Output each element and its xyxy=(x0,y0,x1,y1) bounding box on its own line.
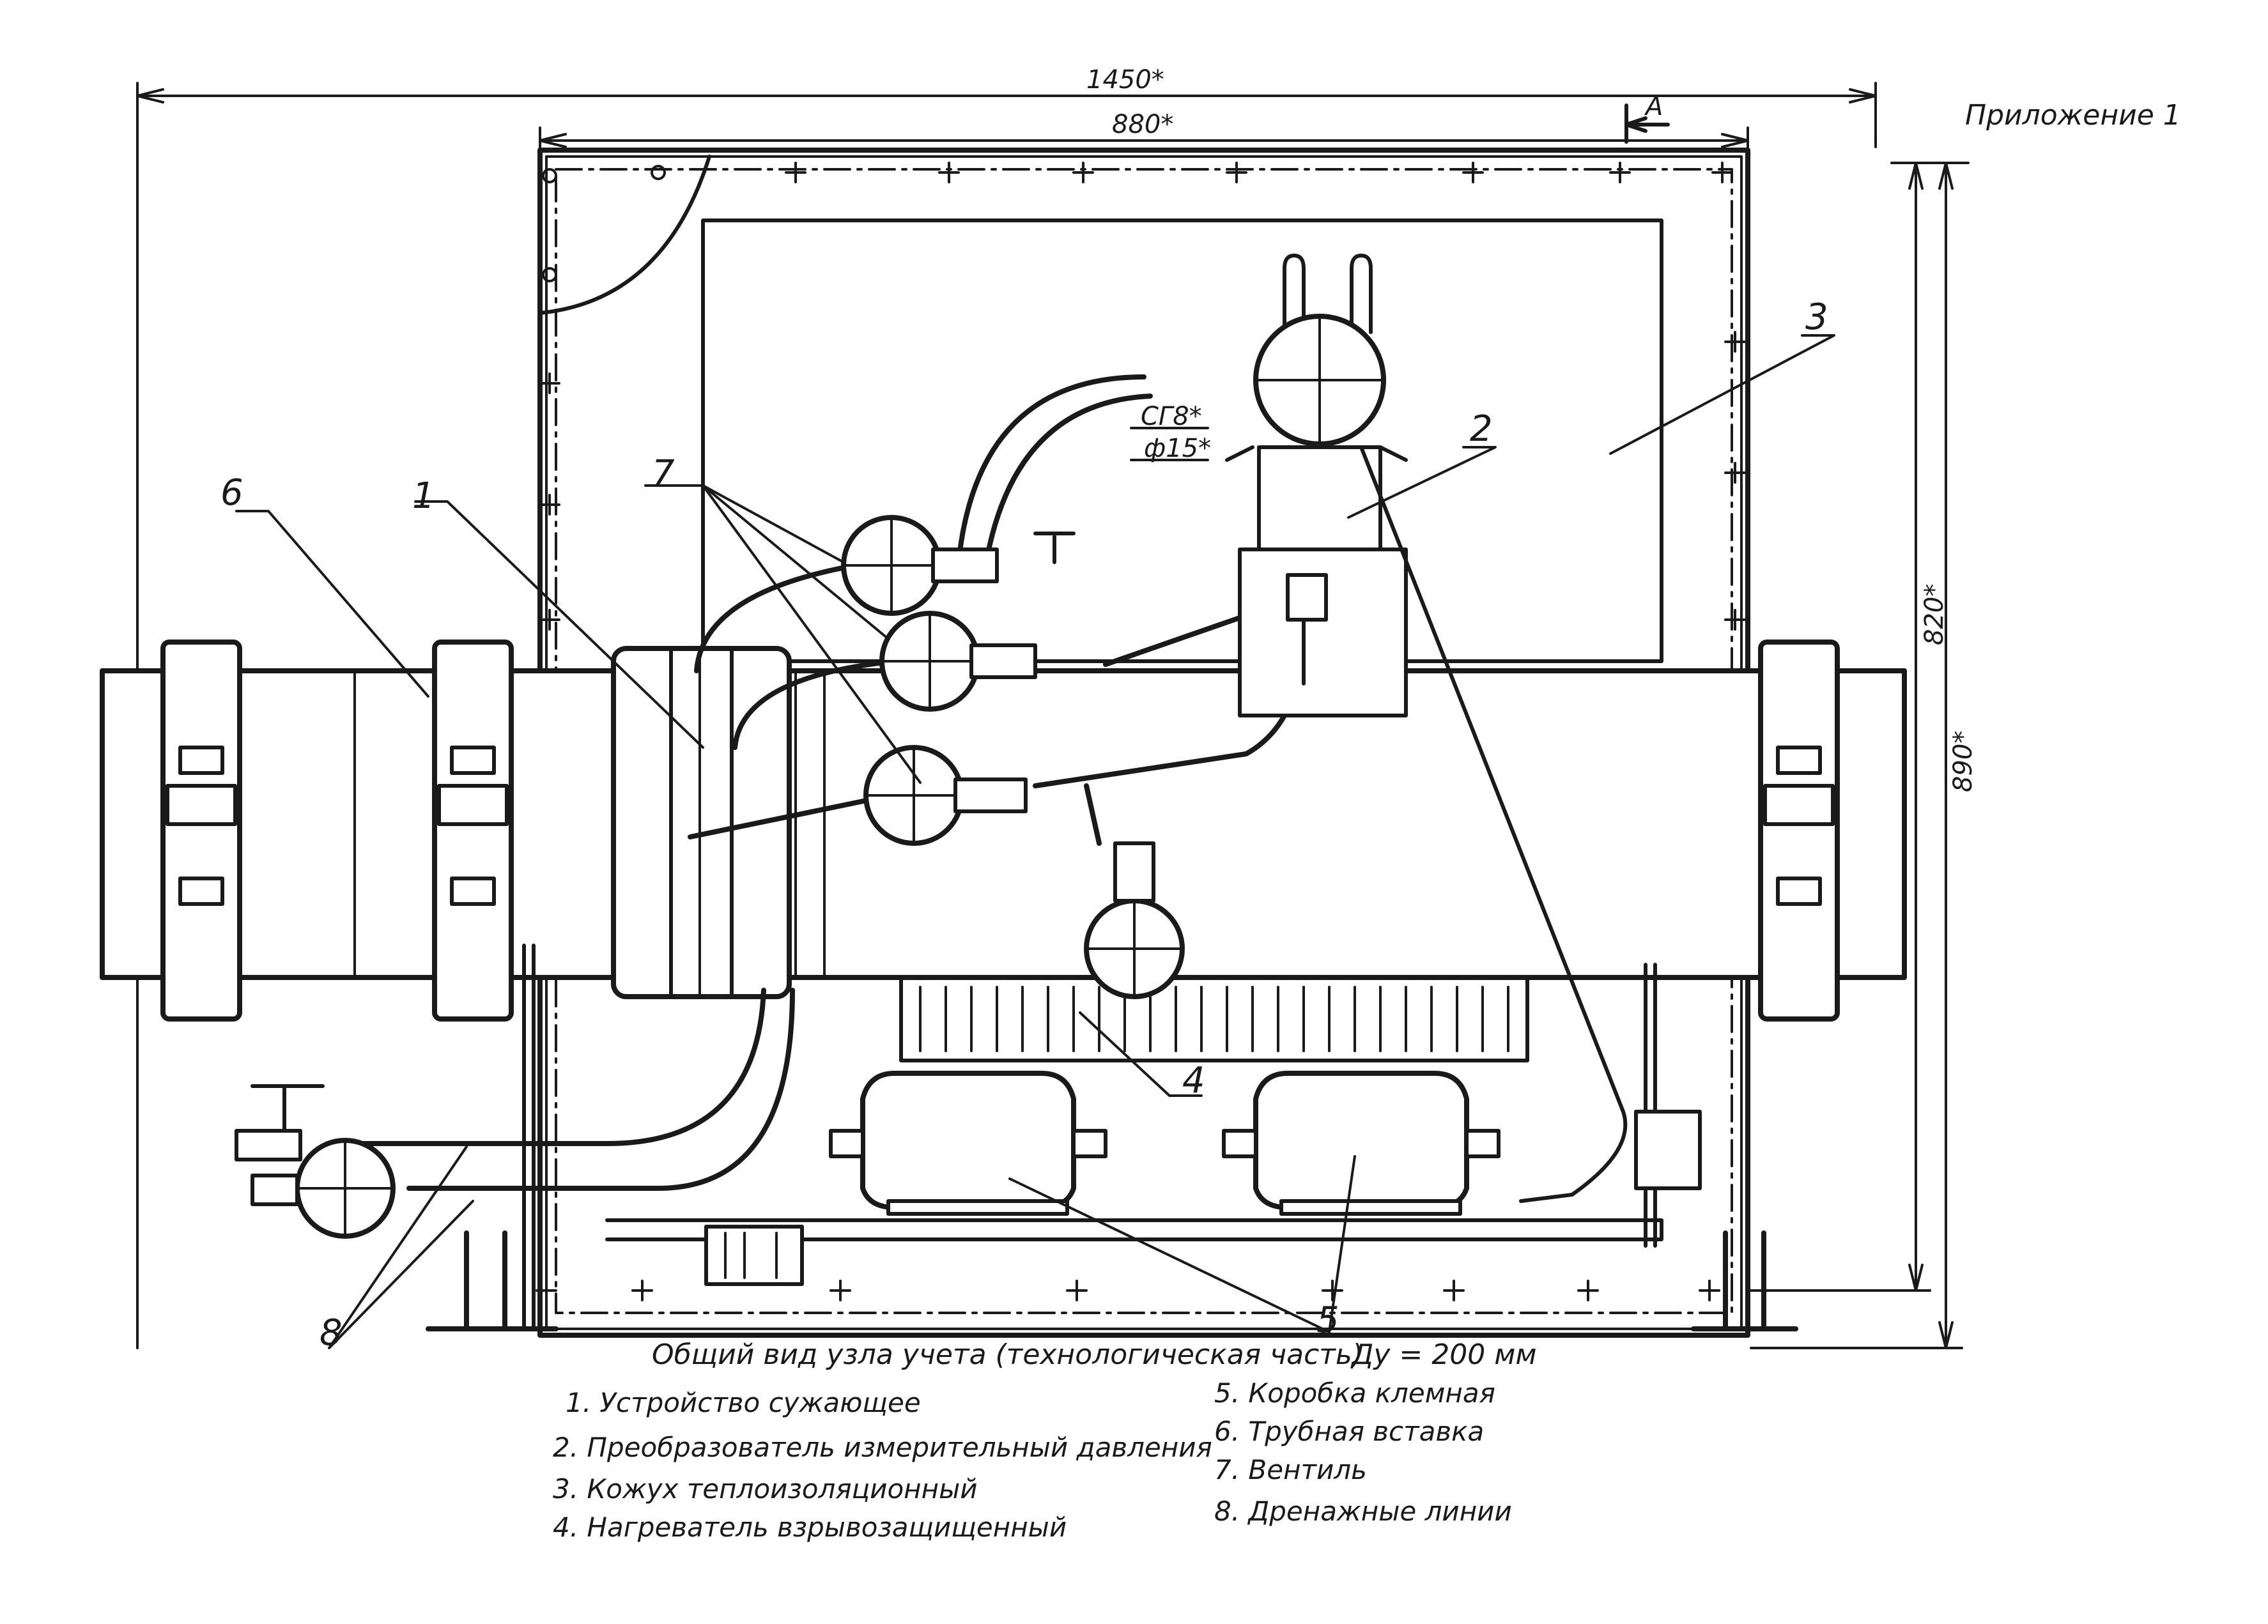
legend-item-3: 3. Кожух теплоизоляционный xyxy=(553,1473,978,1505)
dim-890-label: 890* xyxy=(1948,731,1978,792)
drawing-caption: Общий вид узла учета (технологическая ча… xyxy=(652,1338,1537,1371)
legend-item-5: 5. Коробка клемная xyxy=(1214,1377,1495,1409)
main-pipeline xyxy=(100,668,1907,980)
dim-820-label: 820* xyxy=(1920,584,1949,645)
dimension-height-inner: 820* xyxy=(1750,162,1949,1292)
callout-3: 3 xyxy=(1805,296,1828,338)
legend: 1. Устройство сужающее 2. Преобразовател… xyxy=(553,1377,1512,1543)
callout-1: 1 xyxy=(412,475,435,517)
dimension-overall-width: 1450* xyxy=(136,65,1877,1349)
support-frame xyxy=(426,944,1798,1331)
pipe-flange-left-2 xyxy=(432,640,514,1022)
callout-6: 6 xyxy=(220,472,243,514)
legend-item-6: 6. Трубная вставка xyxy=(1214,1416,1484,1447)
impulse-tubing xyxy=(330,374,1306,1191)
callout-numbers: 1 2 3 4 5 6 7 8 xyxy=(220,296,1828,1354)
leader-lines xyxy=(235,334,1835,1349)
callout-2: 2 xyxy=(1470,408,1493,450)
dim-1450-label: 1450* xyxy=(1086,65,1164,95)
callout-8: 8 xyxy=(320,1312,343,1354)
pipe-flange-left-1 xyxy=(160,640,242,1022)
valve-lower xyxy=(863,745,1028,846)
dim-d15-label: ф15* xyxy=(1144,434,1211,463)
casing-fasteners xyxy=(536,162,1746,1301)
explosion-proof-heater xyxy=(899,976,1529,1062)
legend-item-2: 2. Преобразователь измерительный давлени… xyxy=(553,1432,1212,1463)
legend-item-7: 7. Вентиль xyxy=(1214,1454,1367,1485)
section-marker: А xyxy=(1624,92,1670,144)
dim-cg8-label: СГ8* xyxy=(1141,402,1202,431)
fitting-dimensions: СГ8* ф15* xyxy=(1130,402,1211,463)
caption-nominal: Ду = 200 мм xyxy=(1350,1338,1537,1371)
valve-bottom xyxy=(1084,841,1185,999)
legend-item-8: 8. Дренажные линии xyxy=(1214,1496,1512,1527)
legend-item-1: 1. Устройство сужающее xyxy=(566,1387,921,1418)
orifice-device xyxy=(611,646,792,999)
drain-valve-left xyxy=(235,1084,396,1239)
appendix-label: Приложение 1 xyxy=(1965,99,2181,132)
pipe-flange-right xyxy=(1758,640,1840,1022)
callout-5: 5 xyxy=(1316,1299,1339,1341)
dimension-inner-width: 880* xyxy=(539,110,1749,167)
terminal-box-right xyxy=(1222,1071,1500,1216)
caption-title: Общий вид узла учета (технологическая ча… xyxy=(652,1338,1363,1371)
callout-4: 4 xyxy=(1182,1060,1205,1101)
section-a-label: А xyxy=(1644,92,1663,121)
dimension-height-outer: 890* xyxy=(1750,162,1978,1349)
dim-880-label: 880* xyxy=(1112,110,1173,139)
ground-wire xyxy=(1359,445,1702,1203)
pressure-transducer xyxy=(1225,254,1408,717)
valve-middle xyxy=(879,611,1037,712)
legend-item-4: 4. Нагреватель взрывозащищенный xyxy=(553,1512,1067,1543)
callout-7: 7 xyxy=(652,453,675,494)
valve-upper xyxy=(841,515,1076,616)
terminal-box-left xyxy=(829,1071,1107,1216)
